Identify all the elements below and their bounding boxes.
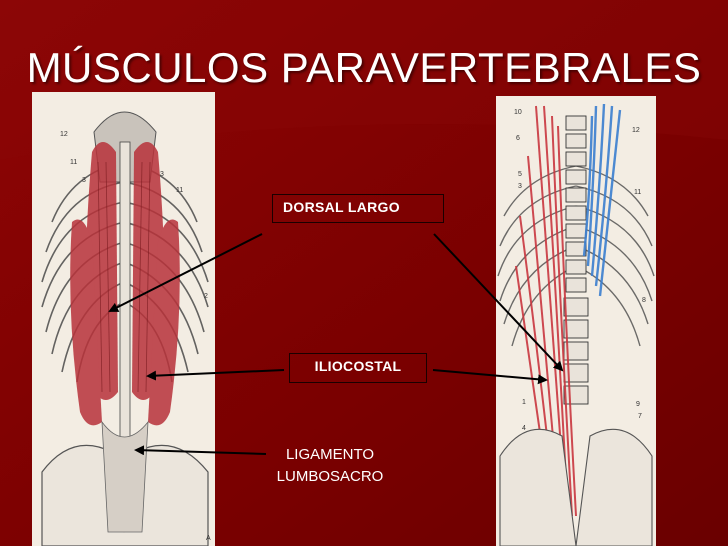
- label-ligamento-lumbosacro: LIGAMENTO LUMBOSACRO: [260, 444, 400, 488]
- figure-number: 6: [516, 135, 520, 142]
- figure-number: 3: [518, 183, 522, 190]
- spine-muscles-illustration: 10 6 5 3 12 11 8 1 9 7 4: [496, 96, 656, 546]
- figure-number: 12: [632, 127, 640, 134]
- figure-number: 11: [70, 159, 77, 166]
- figure-number: 10: [514, 109, 522, 116]
- label-ligamento-line1: LIGAMENTO: [285, 446, 375, 463]
- figure-number: A: [206, 535, 211, 542]
- figure-number: 1: [522, 399, 526, 406]
- figure-number: 3: [82, 177, 86, 184]
- figure-number: 11: [176, 187, 183, 194]
- figure-number: 2: [204, 293, 208, 300]
- figure-number: 5: [518, 171, 522, 178]
- figure-number: 8: [642, 297, 646, 304]
- figure-number: 11: [634, 189, 641, 196]
- figure-number: 12: [60, 131, 68, 138]
- label-ligamento-line2: LUMBOSACRO: [276, 468, 384, 485]
- label-dorsal-largo: DORSAL LARGO: [272, 194, 444, 223]
- figure-number: 7: [638, 413, 642, 420]
- figure-number: 3: [160, 171, 164, 178]
- slide-title: MÚSCULOS PARAVERTEBRALES: [26, 44, 702, 91]
- label-iliocostal: ILIOCOSTAL: [289, 353, 427, 383]
- figure-number: 4: [522, 425, 526, 432]
- figure-number: 9: [636, 401, 640, 408]
- back-muscles-illustration: 12 11 3 11 3 2 A: [32, 92, 215, 546]
